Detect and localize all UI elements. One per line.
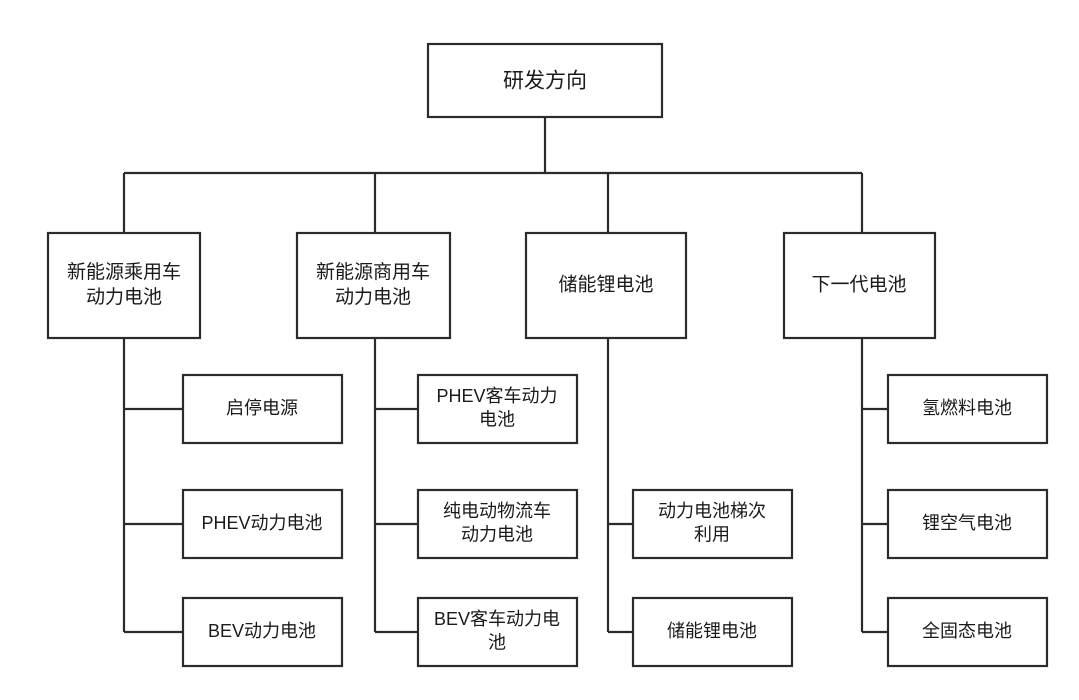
node-leaf-4-3[interactable]: 全固态电池 bbox=[886, 596, 1049, 668]
node-leaf-4-3-label-line1: 全固态电池 bbox=[922, 621, 1012, 641]
node-leaf-4-3-box[interactable] bbox=[886, 596, 1049, 668]
node-leaf-2-2[interactable]: 纯电动物流车 动力电池 bbox=[416, 488, 579, 560]
node-leaf-3-2-label-line1: 储能锂电池 bbox=[667, 621, 757, 641]
node-leaf-1-3-label-line1: BEV动力电池 bbox=[208, 621, 316, 641]
node-leaf-1-2-box[interactable] bbox=[181, 488, 344, 560]
node-branch-2-box[interactable] bbox=[295, 231, 452, 340]
node-leaf-4-2[interactable]: 锂空气电池 bbox=[886, 488, 1049, 560]
node-leaf-4-1[interactable]: 氢燃料电池 bbox=[886, 373, 1049, 445]
node-leaf-3-1-label-line2: 利用 bbox=[694, 525, 730, 545]
node-branch-3[interactable]: 储能锂电池 bbox=[524, 231, 688, 340]
node-leaf-4-1-label-line1: 氢燃料电池 bbox=[922, 398, 1012, 418]
node-branch-3-label-line1: 储能锂电池 bbox=[558, 274, 653, 296]
node-leaf-3-2[interactable]: 储能锂电池 bbox=[631, 596, 794, 668]
node-leaf-4-2-label-line1: 锂空气电池 bbox=[922, 513, 1012, 533]
node-branch-4[interactable]: 下一代电池 bbox=[782, 231, 937, 340]
node-leaf-1-3-box[interactable] bbox=[181, 596, 344, 668]
node-branch-1-label-line1: 新能源乘用车 bbox=[67, 261, 181, 283]
node-root[interactable]: 研发方向 bbox=[426, 42, 664, 119]
node-branch-4-box[interactable] bbox=[782, 231, 937, 340]
node-leaf-1-2[interactable]: PHEV动力电池 bbox=[181, 488, 344, 560]
node-branch-4-label-line1: 下一代电池 bbox=[811, 274, 906, 296]
node-branch-3-box[interactable] bbox=[524, 231, 688, 340]
node-leaf-1-1[interactable]: 启停电源 bbox=[181, 373, 344, 445]
node-leaf-2-2-box[interactable] bbox=[416, 488, 579, 560]
node-leaf-2-1[interactable]: PHEV客车动力 电池 bbox=[416, 373, 579, 445]
node-leaf-3-1[interactable]: 动力电池梯次 利用 bbox=[631, 488, 794, 560]
node-leaf-1-1-box[interactable] bbox=[181, 373, 344, 445]
node-root-label: 研发方向 bbox=[503, 70, 587, 93]
connector-layer bbox=[122, 117, 888, 634]
node-leaf-3-2-box[interactable] bbox=[631, 596, 794, 668]
node-leaf-2-2-label-line2: 动力电池 bbox=[461, 525, 533, 545]
node-leaf-1-2-label-line1: PHEV动力电池 bbox=[201, 513, 322, 533]
node-leaf-2-1-box[interactable] bbox=[416, 373, 579, 445]
node-leaf-3-1-label-line1: 动力电池梯次 bbox=[658, 501, 766, 521]
node-leaf-2-3-label-line2: 池 bbox=[488, 633, 506, 653]
node-leaf-2-3[interactable]: BEV客车动力电 池 bbox=[416, 596, 579, 668]
node-branch-1-label-line2: 动力电池 bbox=[86, 286, 162, 308]
node-branch-2-label-line1: 新能源商用车 bbox=[316, 261, 430, 283]
node-leaf-2-2-label-line1: 纯电动物流车 bbox=[443, 501, 551, 521]
node-root-box[interactable] bbox=[426, 42, 664, 119]
node-branch-1-box[interactable] bbox=[46, 231, 202, 340]
node-leaf-2-1-label-line1: PHEV客车动力 bbox=[436, 386, 557, 406]
node-leaf-2-3-label-line1: BEV客车动力电 bbox=[434, 609, 560, 629]
node-branch-2-label-line2: 动力电池 bbox=[335, 286, 411, 308]
node-branch-1[interactable]: 新能源乘用车 动力电池 bbox=[46, 231, 202, 340]
node-branch-2[interactable]: 新能源商用车 动力电池 bbox=[295, 231, 452, 340]
node-leaf-4-2-box[interactable] bbox=[886, 488, 1049, 560]
node-leaf-2-1-label-line2: 电池 bbox=[479, 410, 515, 430]
node-leaf-4-1-box[interactable] bbox=[886, 373, 1049, 445]
node-leaf-2-3-box[interactable] bbox=[416, 596, 579, 668]
node-leaf-3-1-box[interactable] bbox=[631, 488, 794, 560]
node-leaf-1-1-label-line1: 启停电源 bbox=[226, 398, 298, 418]
node-leaf-1-3[interactable]: BEV动力电池 bbox=[181, 596, 344, 668]
